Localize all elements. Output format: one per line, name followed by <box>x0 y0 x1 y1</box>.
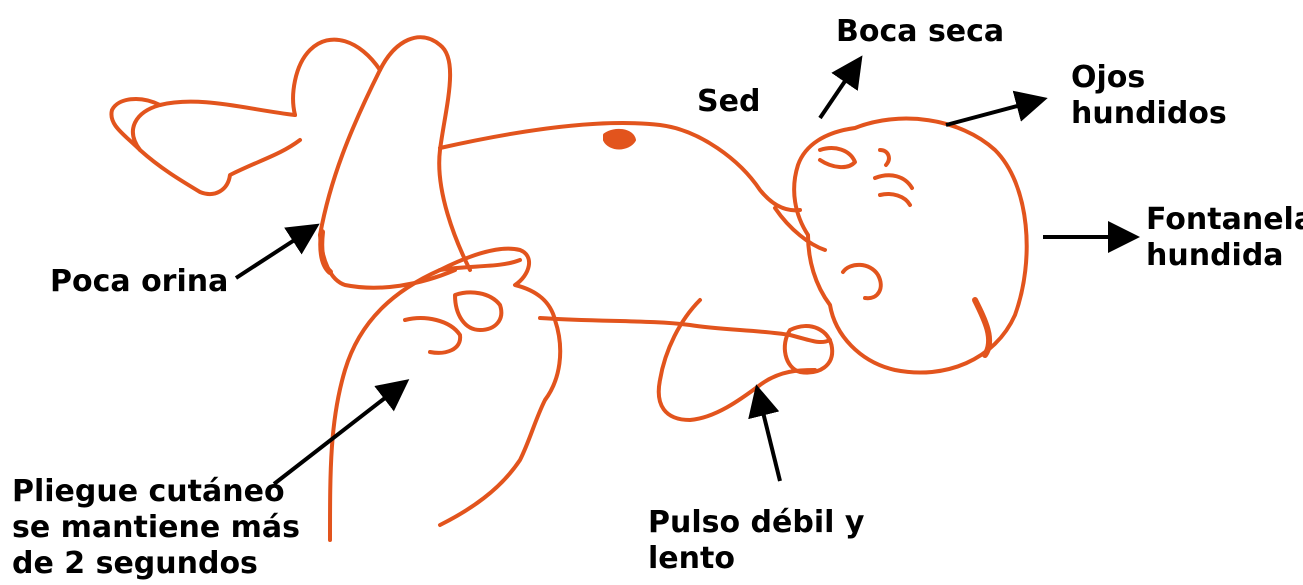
baby-arm <box>659 300 815 420</box>
baby-hair <box>975 300 989 355</box>
arrow-pulso-debil <box>758 392 780 481</box>
baby-ear <box>843 265 881 298</box>
label-fontanela-line-2: hundida <box>1146 238 1303 274</box>
label-pulso-line-1: Pulso débil y <box>648 505 864 541</box>
label-ojos-line-1: Ojos <box>1071 60 1227 96</box>
examiner-finger-2 <box>405 318 460 353</box>
arrow-boca-seca <box>820 62 858 118</box>
arrow-poca-orina <box>236 228 313 278</box>
label-pulso-line-2: lento <box>648 541 864 577</box>
baby-lower-leg <box>320 235 455 288</box>
baby-knee-upper <box>293 40 380 115</box>
label-poca-orina: Poca orina <box>50 264 228 300</box>
label-ojos-line-2: hundidos <box>1071 96 1227 132</box>
label-fontanela-line-1: Fontanela <box>1146 202 1303 238</box>
label-pliegue-line-2: se mantiene más <box>12 510 300 546</box>
arrow-ojos-hundidos <box>946 100 1040 125</box>
label-sed-text: Sed <box>697 84 760 120</box>
label-sed: Sed <box>697 84 760 120</box>
baby-eye <box>875 175 912 188</box>
baby-leg-shade <box>321 232 330 272</box>
examiner-fingers <box>455 292 501 330</box>
baby-mouth <box>820 148 855 167</box>
baby-chest-shade <box>605 131 634 148</box>
label-pulso-debil: Pulso débil y lento <box>648 505 864 577</box>
baby-head <box>794 119 1027 373</box>
label-pliegue-line-3: de 2 segundos <box>12 546 300 582</box>
label-boca-seca: Boca seca <box>836 14 1004 50</box>
label-ojos-hundidos: Ojos hundidos <box>1071 60 1227 132</box>
label-poca-orina-text: Poca orina <box>50 264 228 300</box>
label-boca-seca-text: Boca seca <box>836 14 1004 50</box>
examiner-hand <box>330 249 560 540</box>
label-fontanela-hundida: Fontanela hundida <box>1146 202 1303 274</box>
label-pliegue-line-1: Pliegue cutáneo <box>12 474 300 510</box>
baby-nose <box>880 150 889 165</box>
baby-thigh <box>320 37 470 270</box>
baby-eye-lid <box>880 194 910 205</box>
label-pliegue-cutaneo: Pliegue cutáneo se mantiene más de 2 seg… <box>12 474 300 582</box>
baby-fist <box>785 326 832 372</box>
baby-shin <box>133 102 300 194</box>
